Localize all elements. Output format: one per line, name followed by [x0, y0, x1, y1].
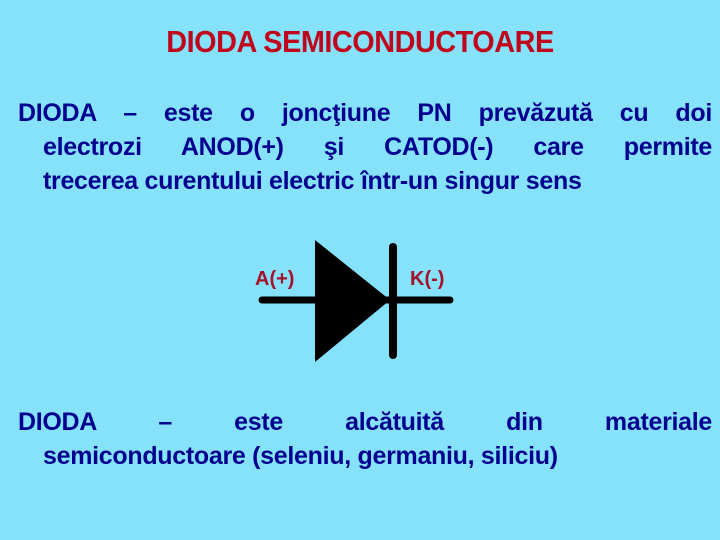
materials-line-2: semiconductoare (seleniu, germaniu, sili…	[43, 442, 558, 470]
definition-line-2: electrozi ANOD(+) şi CATOD(-) care permi…	[43, 133, 712, 161]
definition-line-1: DIODA – este o joncţiune PN prevăzută cu…	[18, 99, 712, 127]
anode-label: A(+)	[255, 268, 295, 290]
materials-paragraph: DIODA – este alcătuită din materiale sem…	[18, 405, 712, 473]
definition-paragraph: DIODA – este o joncţiune PN prevăzută cu…	[18, 96, 712, 198]
cathode-label: K(-)	[410, 268, 445, 290]
materials-line-1: DIODA – este alcătuită din materiale	[18, 408, 712, 436]
slide-title: DIODA SEMICONDUCTOARE	[166, 24, 554, 59]
definition-line-3: trecerea curentului electric într-un sin…	[43, 167, 582, 195]
